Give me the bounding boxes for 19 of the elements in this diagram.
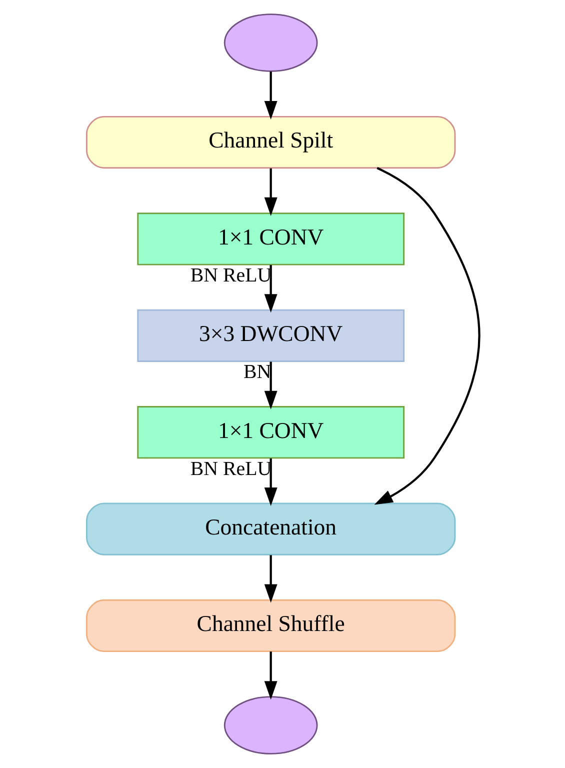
node-box: 3×3 DWCONV — [136, 309, 404, 362]
arrow — [264, 458, 277, 506]
node-ellipse — [223, 696, 318, 754]
arrow — [264, 555, 277, 603]
edge-label: BN ReLU — [190, 458, 272, 480]
arrow — [264, 265, 277, 313]
arrow — [264, 72, 277, 120]
edge-label: BN — [243, 361, 271, 384]
arrow — [264, 362, 277, 410]
arrow — [374, 167, 480, 505]
node-box: 1×1 CONV — [136, 212, 404, 266]
edge-label: BN ReLU — [190, 264, 272, 287]
node-ellipse — [223, 14, 318, 72]
arrow — [264, 652, 277, 700]
arrow — [264, 168, 277, 216]
node-box: Channel Shuffle — [85, 599, 456, 652]
node-box: 1×1 CONV — [136, 406, 404, 459]
node-box: Concatenation — [85, 502, 456, 556]
node-box: Channel Spilt — [85, 116, 456, 169]
